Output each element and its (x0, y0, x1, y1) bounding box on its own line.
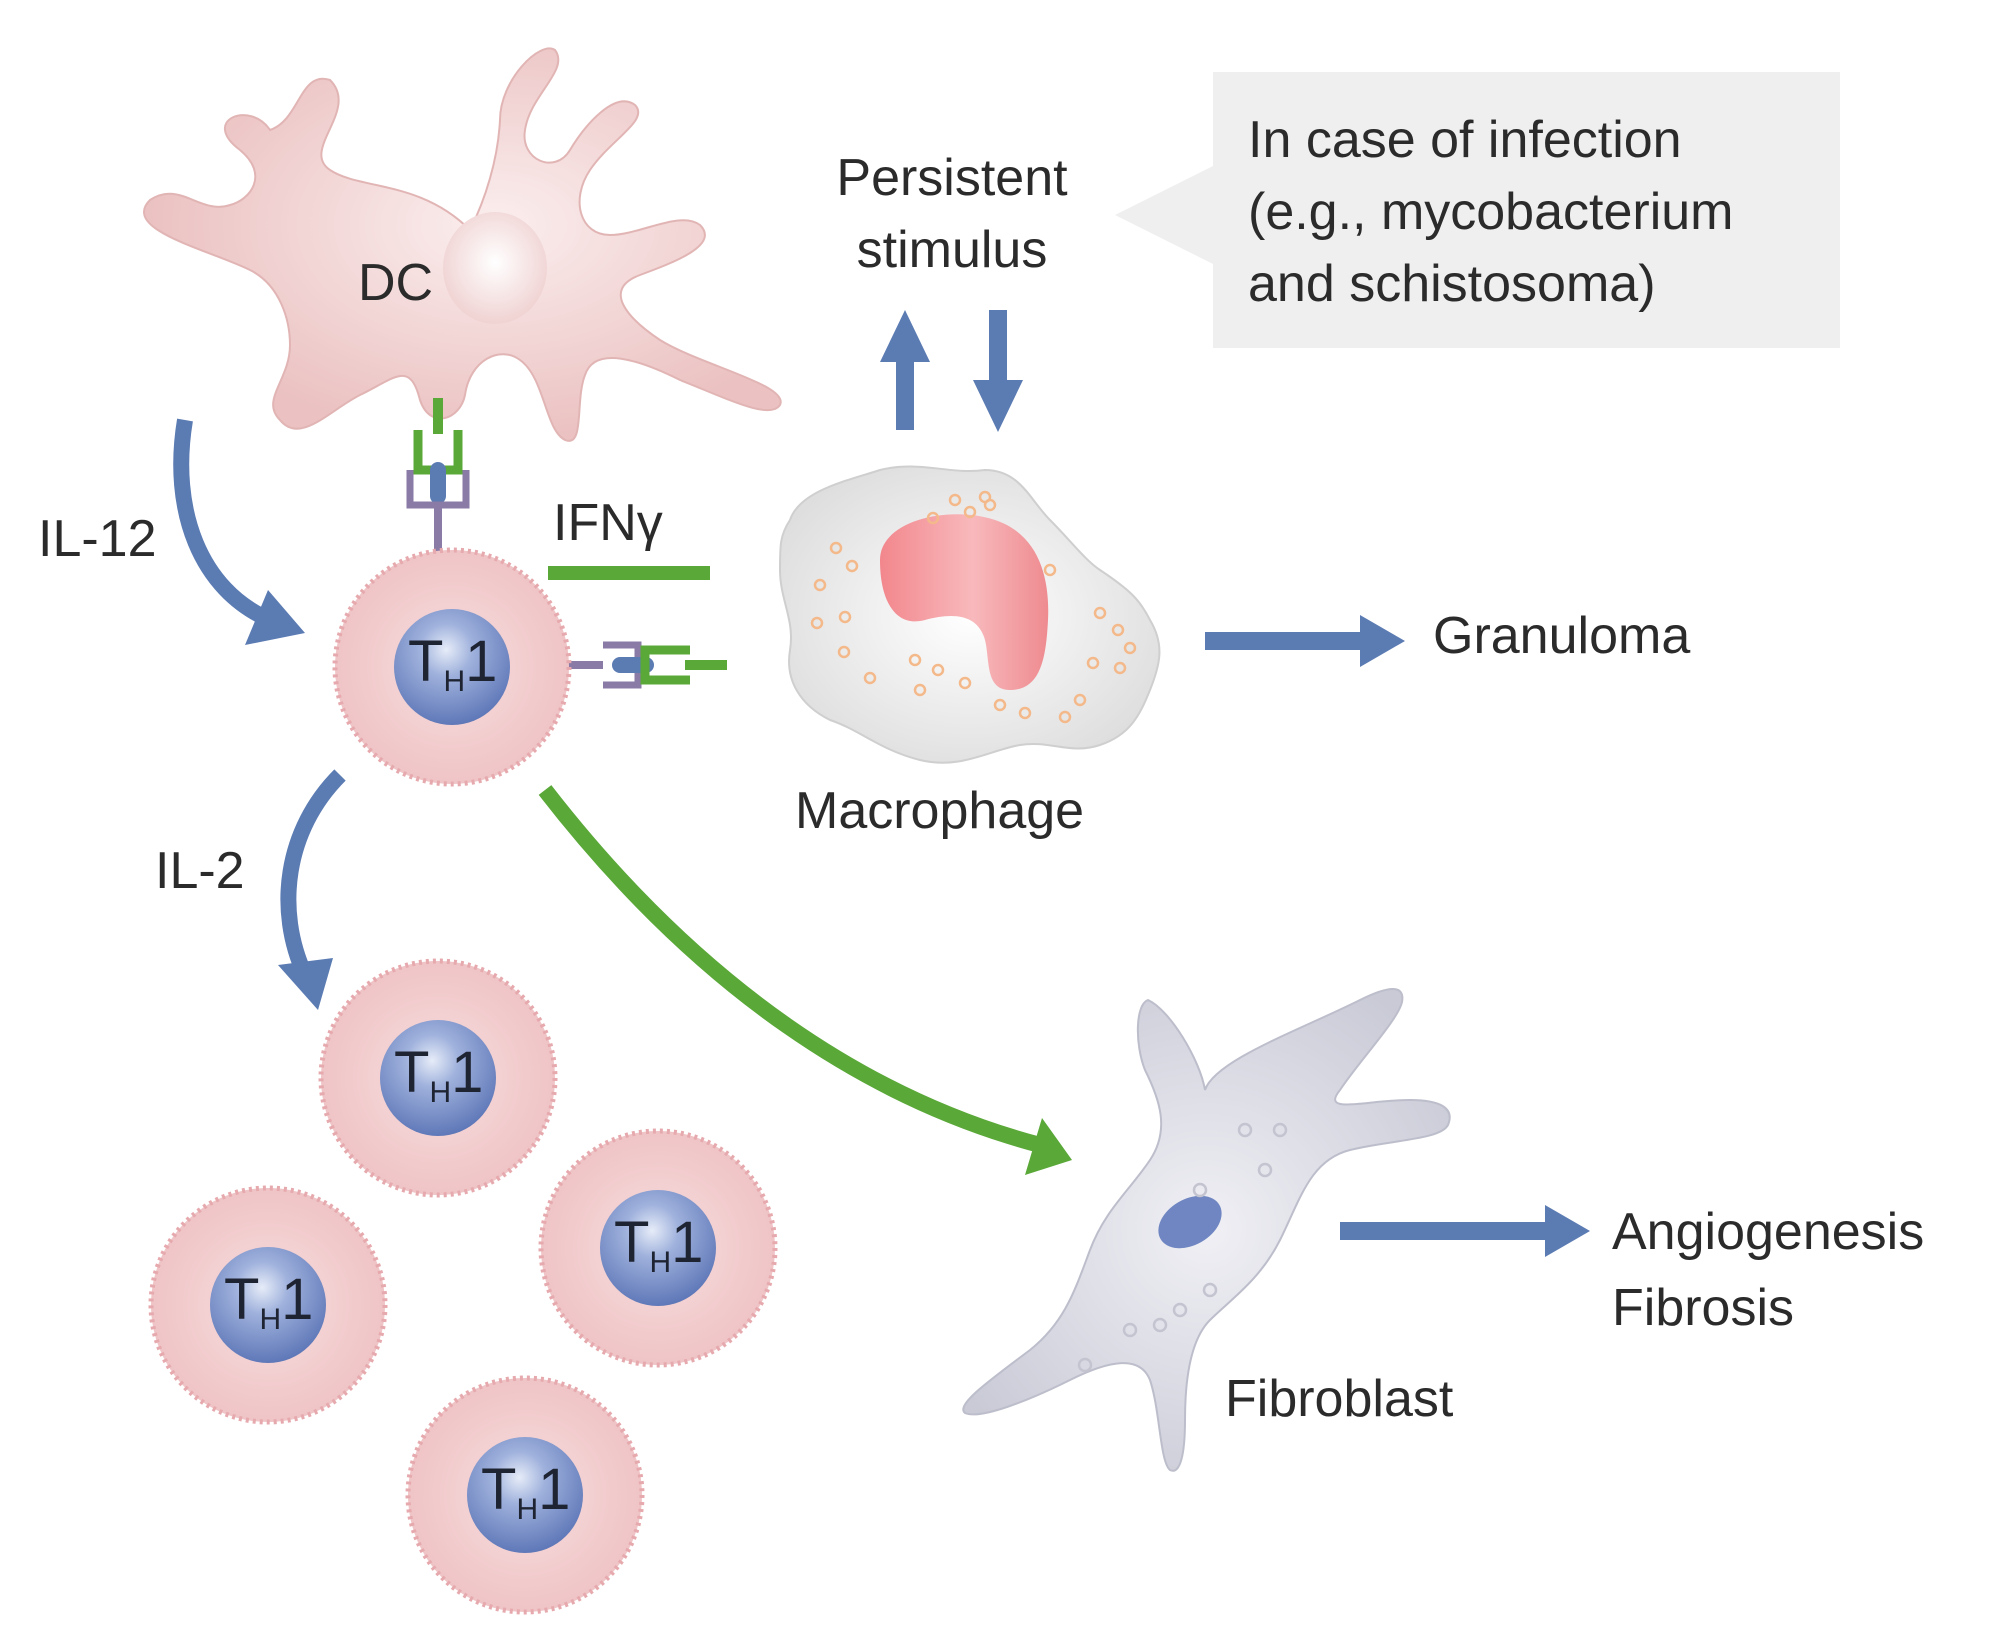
macrophage-icon (778, 465, 1161, 764)
th1-cell-icon (332, 547, 572, 787)
stimulus-line-1: Persistent (836, 149, 1068, 207)
th1-t: T (394, 1040, 430, 1105)
granuloma-arrow (1205, 615, 1405, 667)
receptor-icon (563, 641, 727, 689)
stimulus-line-2: stimulus (856, 221, 1048, 279)
fibrosis-label: Fibrosis (1612, 1279, 1795, 1337)
callout-line-1: In case of infection (1248, 111, 1682, 169)
callout-line-2: (e.g., mycobacterium (1248, 183, 1734, 241)
th1-t: T (224, 1267, 260, 1332)
angiogenesis-label: Angiogenesis (1612, 1203, 1925, 1261)
th1-n: 1 (538, 1457, 571, 1522)
infection-callout: In case of infection (e.g., mycobacteriu… (1213, 72, 1840, 348)
th1-cell-icon (148, 1185, 388, 1425)
th1-cell-icon (405, 1375, 645, 1615)
th1-n: 1 (671, 1210, 704, 1275)
ifn-gamma-bar (548, 566, 710, 580)
callout-pointer (1115, 165, 1215, 265)
th1-label-main: TH1 (408, 628, 497, 699)
il2-arrow (278, 769, 346, 1010)
stimulus-up-arrow (880, 310, 930, 430)
il12-label: IL-12 (38, 510, 157, 568)
th1-h: H (443, 665, 466, 698)
th1-h: H (649, 1246, 672, 1279)
th1-label: TH1 (394, 1039, 483, 1110)
macrophage-label: Macrophage (795, 782, 1085, 840)
receptor-icon (406, 398, 470, 555)
fibroblast-label: Fibroblast (1225, 1370, 1454, 1428)
stimulus-down-arrow (973, 310, 1023, 432)
callout-line-3: and schistosoma) (1248, 255, 1656, 313)
th1-n: 1 (465, 629, 498, 694)
th1-label: TH1 (224, 1266, 313, 1337)
granuloma-label: Granuloma (1433, 607, 1691, 665)
th1-label: TH1 (614, 1209, 703, 1280)
fibroblast-icon (962, 988, 1451, 1472)
th1-t: T (408, 629, 444, 694)
th1-t: T (481, 1457, 517, 1522)
th1-h: H (429, 1076, 452, 1109)
th1-n: 1 (451, 1040, 484, 1105)
ifn-to-fibroblast-arrow (538, 785, 1072, 1175)
il12-arrow (173, 418, 305, 645)
ifn-gamma-label: IFNγ (553, 494, 663, 552)
il2-label: IL-2 (155, 842, 245, 900)
th1-t: T (614, 1210, 650, 1275)
dc-label: DC (358, 254, 434, 312)
th1-label: TH1 (481, 1456, 570, 1527)
stimulus-label: Persistent stimulus (812, 142, 1092, 286)
th1-cell-icon (538, 1128, 778, 1368)
callout-text: In case of infection (e.g., mycobacteriu… (1248, 104, 1734, 320)
th1-h: H (259, 1303, 282, 1336)
outcome-list: Angiogenesis Fibrosis (1612, 1194, 1924, 1346)
th1-h: H (516, 1493, 539, 1526)
th1-n: 1 (281, 1267, 314, 1332)
dendritic-cell-icon (143, 47, 782, 442)
outcome-arrow (1340, 1205, 1590, 1257)
th1-cell-icon (318, 958, 558, 1198)
